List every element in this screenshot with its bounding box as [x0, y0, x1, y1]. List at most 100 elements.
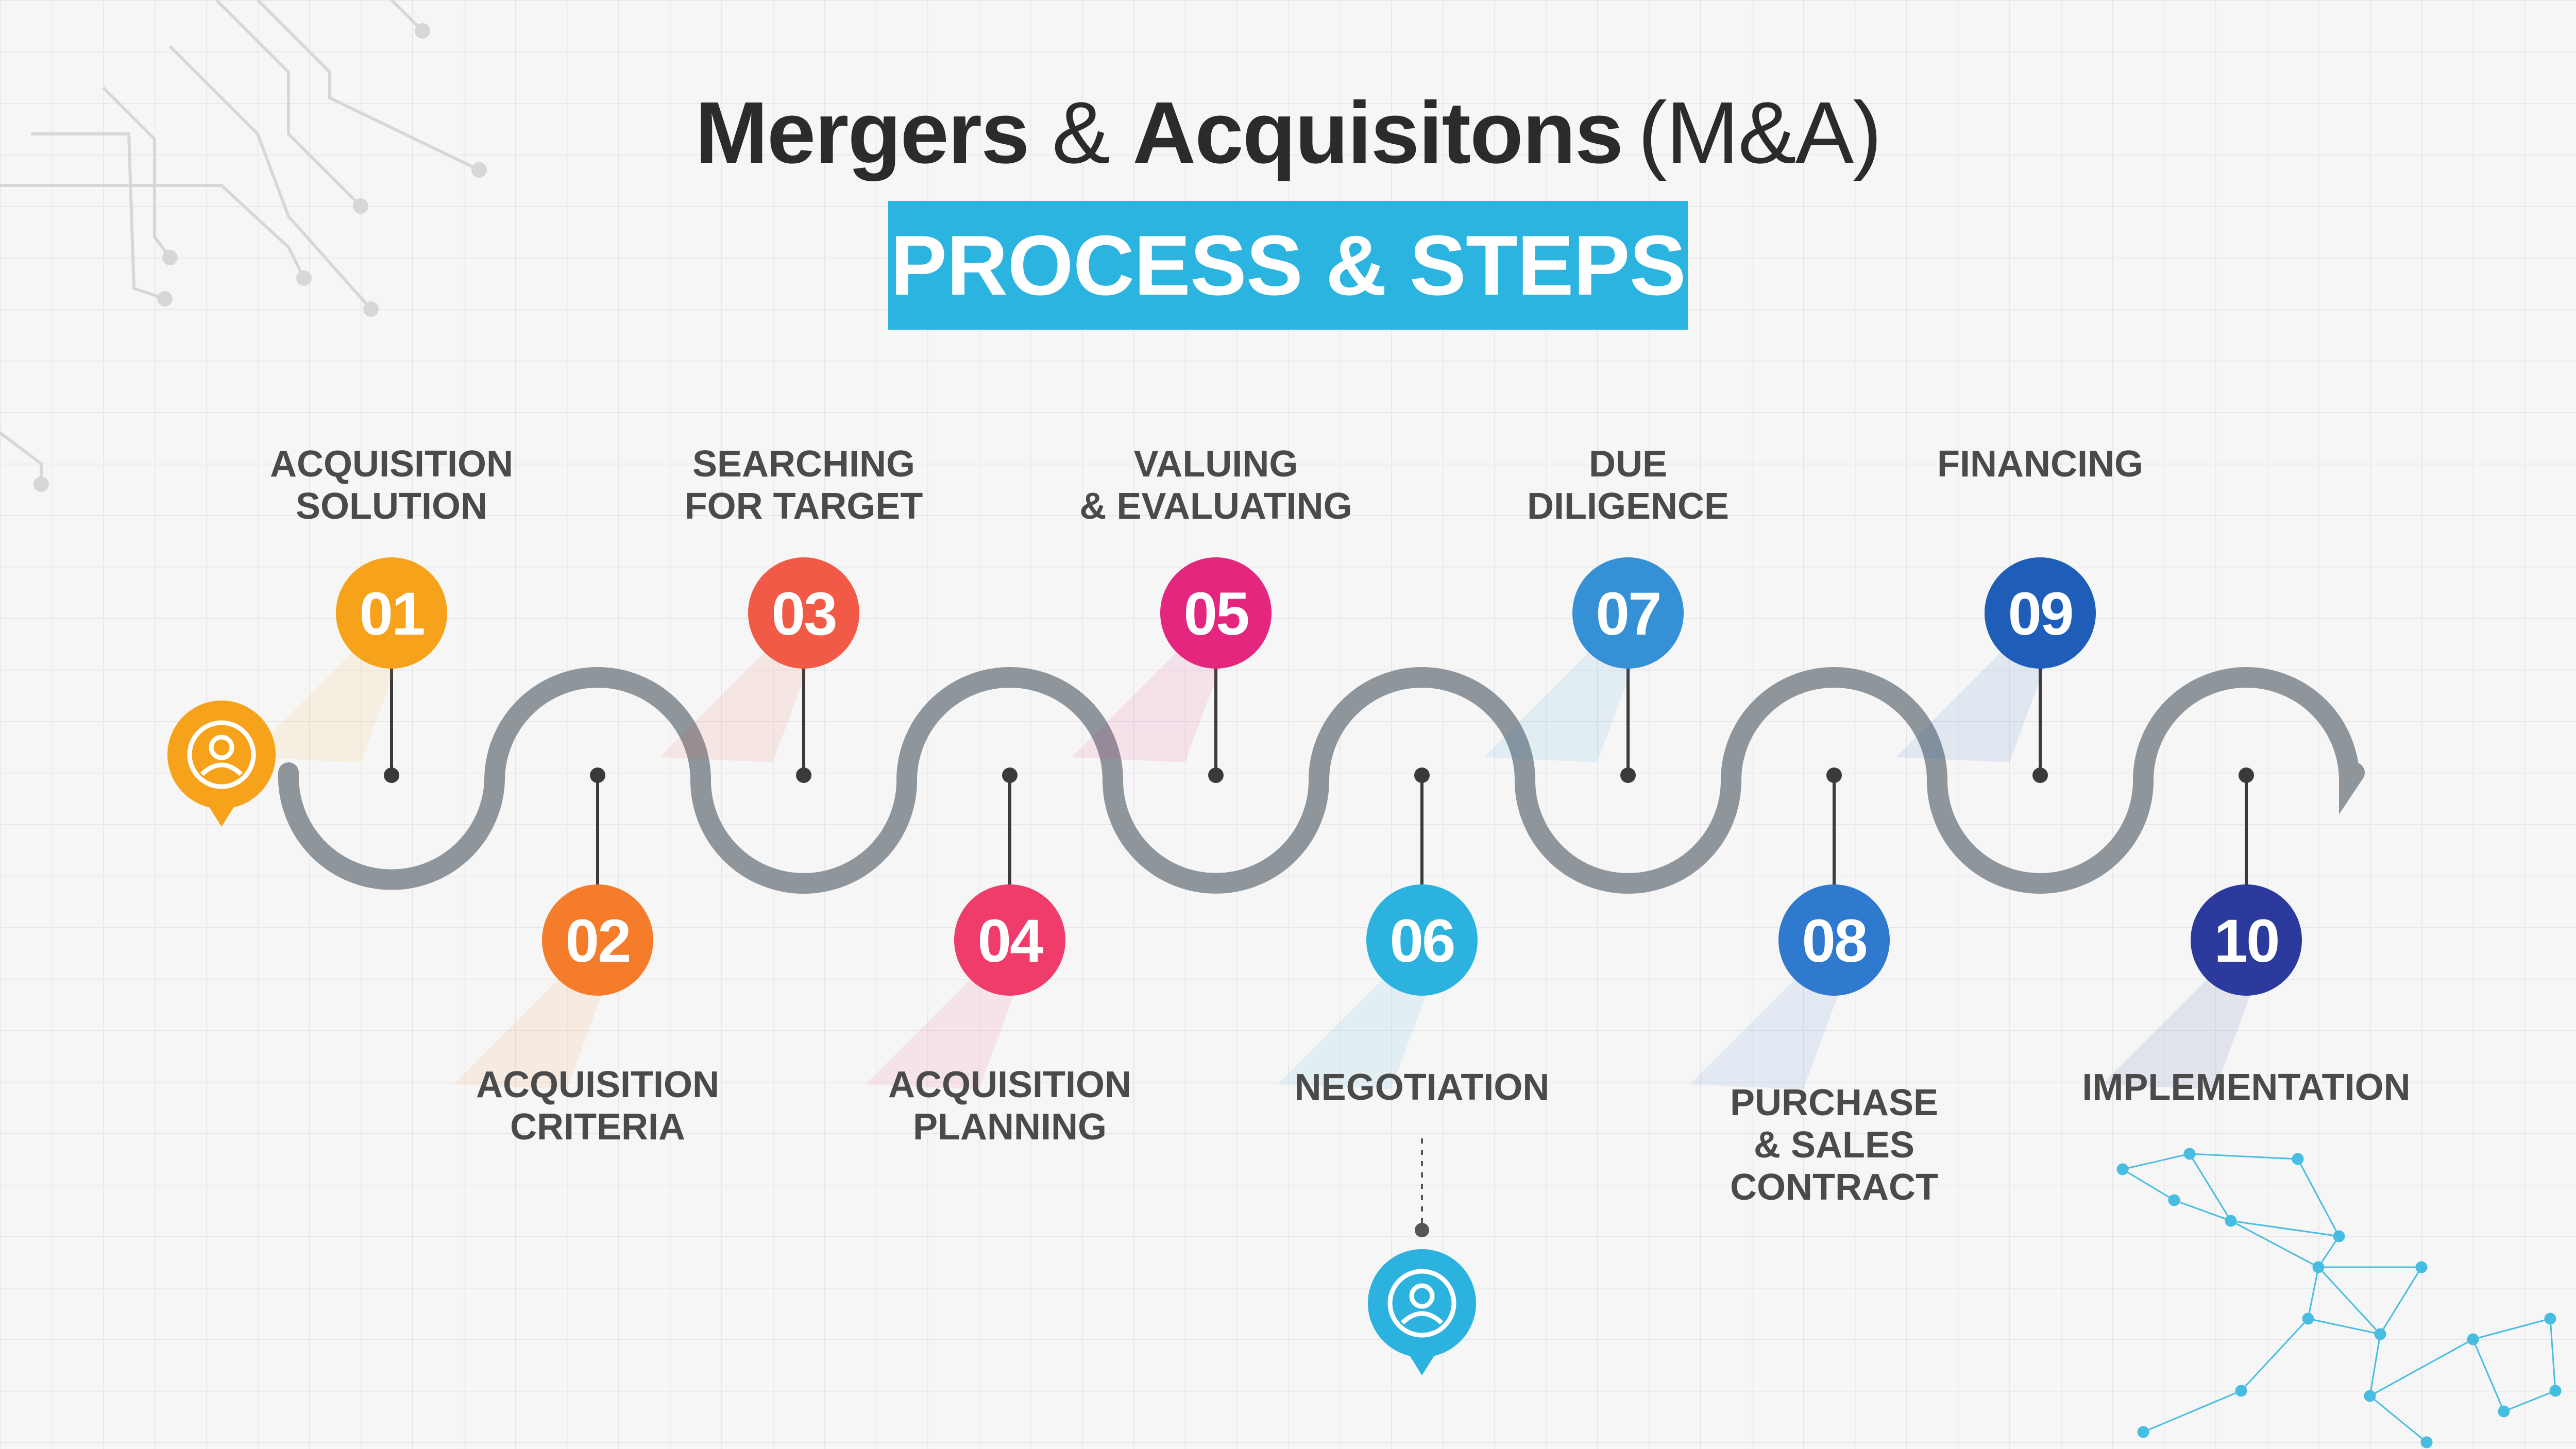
network-node: [2420, 1436, 2433, 1448]
network-node: [2333, 1230, 2345, 1242]
connector-dot: [796, 768, 811, 783]
step-label-line: VALUING: [1133, 444, 1298, 485]
connector-dot: [1620, 768, 1636, 783]
step-number: 01: [359, 580, 424, 648]
network-edge: [2297, 1158, 2340, 1237]
step-label-line: SEARCHING: [692, 444, 916, 485]
step-label-line: DILIGENCE: [1527, 486, 1730, 527]
step-label-line: PURCHASE: [1730, 1082, 1939, 1123]
network-node: [2235, 1385, 2247, 1397]
network-edge: [2174, 1199, 2231, 1222]
connector-dot: [2239, 768, 2254, 783]
network-edge: [2379, 1267, 2422, 1335]
step-badge-07: [1572, 557, 1684, 669]
step-number: 07: [1596, 580, 1660, 648]
step-label-line: CONTRACT: [1730, 1167, 1938, 1208]
circuit-decoration: [0, 0, 487, 492]
step-badge-02: [542, 884, 653, 996]
network-node: [2302, 1312, 2314, 1325]
network-node: [2312, 1261, 2325, 1273]
network-edge: [2472, 1339, 2505, 1412]
step-badges: 01 02 03 04 05 06 07 08 09 10: [247, 557, 2302, 1089]
network-edge: [2230, 1220, 2340, 1237]
step-badge-03: [748, 557, 859, 669]
step-badge-09: [1985, 557, 2096, 669]
step-number: 09: [2008, 580, 2072, 648]
step-number: 05: [1183, 580, 1248, 648]
step-number: 04: [977, 907, 1043, 975]
title-ampersand: &: [1052, 84, 1110, 182]
user-pin-icon: [1368, 1249, 1476, 1375]
network-edge: [2189, 1153, 2298, 1160]
step-label-line: ACQUISITION: [269, 444, 513, 485]
step-label-line: & SALES: [1753, 1124, 1915, 1166]
step-label-line: FOR TARGET: [684, 486, 923, 527]
network-edge: [2369, 1395, 2427, 1443]
network-node: [2467, 1333, 2479, 1345]
network-node: [2292, 1153, 2304, 1165]
network-edge: [2143, 1390, 2242, 1433]
step-label-line: PLANNING: [913, 1106, 1107, 1148]
step-label: NEGOTIATION: [1242, 1066, 1602, 1109]
network-node: [2116, 1163, 2129, 1175]
step-label-line: FINANCING: [1937, 444, 2143, 485]
network-edge: [2189, 1153, 2232, 1221]
step-label-line: ACQUISITION: [888, 1064, 1131, 1105]
page-title: Mergers & Acquisitons(M&A): [0, 82, 2576, 183]
step-label-line: NEGOTIATION: [1294, 1067, 1550, 1108]
process-wave-line: [278, 667, 2365, 894]
network-edge: [2317, 1266, 2381, 1335]
network-edge: [2307, 1267, 2319, 1319]
title-part-mergers: Mergers: [695, 84, 1029, 182]
network-edge: [2122, 1153, 2190, 1170]
network-node: [2183, 1148, 2196, 1160]
connector-dot: [590, 768, 605, 783]
network-decoration: [2116, 1148, 2562, 1448]
step-label-line: DUE: [1588, 444, 1667, 485]
step-label-line: CRITERIA: [510, 1106, 685, 1148]
network-node: [2374, 1328, 2386, 1340]
step-number: 08: [1802, 907, 1866, 975]
end-marker-dot: [1415, 1223, 1429, 1237]
step-badge-08: [1778, 884, 1890, 996]
network-node: [2168, 1194, 2180, 1206]
network-edge: [2230, 1220, 2319, 1268]
step-number: 10: [2214, 907, 2278, 975]
step-label: IMPLEMENTATION: [2066, 1066, 2427, 1109]
process-steps-banner: PROCESS & STEPS: [888, 201, 1688, 330]
connector-dot: [384, 768, 399, 783]
network-edge: [2240, 1318, 2309, 1392]
network-node: [2498, 1405, 2510, 1418]
step-label-line: IMPLEMENTATION: [2082, 1067, 2411, 1108]
connector-dot: [1002, 768, 1018, 783]
step-connectors: [384, 664, 2254, 889]
connector-dot: [2032, 768, 2048, 783]
network-edge: [2317, 1236, 2340, 1268]
network-edge: [2122, 1168, 2175, 1201]
network-node: [2137, 1426, 2149, 1438]
step-badge-06: [1366, 884, 1478, 996]
network-edge: [2472, 1318, 2551, 1340]
step-label-line: & EVALUATING: [1079, 486, 1352, 527]
network-edge: [2308, 1318, 2381, 1335]
step-number: 02: [565, 907, 630, 975]
connector-dot: [1208, 768, 1224, 783]
network-edge: [2503, 1390, 2556, 1412]
step-label-line: SOLUTION: [296, 486, 487, 527]
step-number: 03: [771, 580, 836, 648]
step-number: 06: [1389, 907, 1454, 975]
network-node: [2549, 1385, 2562, 1397]
step-label: VALUING& EVALUATING: [1036, 443, 1396, 527]
network-node: [2415, 1261, 2428, 1273]
network-node: [2544, 1312, 2556, 1325]
network-edge: [2369, 1334, 2381, 1396]
step-badge-10: [2191, 884, 2302, 996]
step-label-line: ACQUISITION: [476, 1064, 719, 1105]
step-badge-04: [954, 884, 1065, 996]
